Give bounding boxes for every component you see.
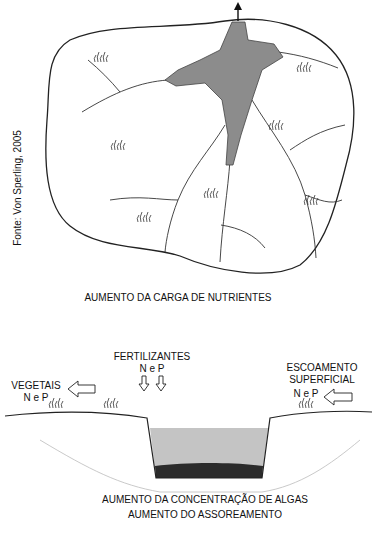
reservoir bbox=[165, 22, 283, 165]
basin-outline bbox=[46, 19, 354, 273]
outlet-arrowhead bbox=[234, 2, 242, 10]
runoff-arrow bbox=[324, 389, 352, 405]
sediment bbox=[155, 463, 263, 478]
water-body bbox=[150, 428, 268, 478]
source-note: Fonte: Von Sperling, 2005 bbox=[12, 130, 24, 246]
channel-profile bbox=[5, 411, 372, 478]
fertilizer-arrows bbox=[139, 376, 166, 391]
nutrient-label: N e P bbox=[293, 388, 318, 400]
input-label: ESCOAMENTO SUPERFICIAL bbox=[287, 362, 358, 386]
nutrient-label: N e P bbox=[23, 392, 48, 404]
output-label: VEGETAIS bbox=[11, 380, 60, 392]
input-label: FERTILIZANTES bbox=[114, 351, 191, 363]
uptake-arrow bbox=[68, 381, 95, 397]
section-heading: AUMENTO DA CARGA DE NUTRIENTES bbox=[84, 292, 271, 304]
grass-tufts bbox=[49, 52, 318, 408]
effect-label: AUMENTO DA CONCENTRAÇÃO DE ALGAS bbox=[102, 494, 308, 506]
effect-label: AUMENTO DO ASSOREAMENTO bbox=[128, 509, 282, 521]
nutrient-label: N e P bbox=[139, 363, 164, 375]
